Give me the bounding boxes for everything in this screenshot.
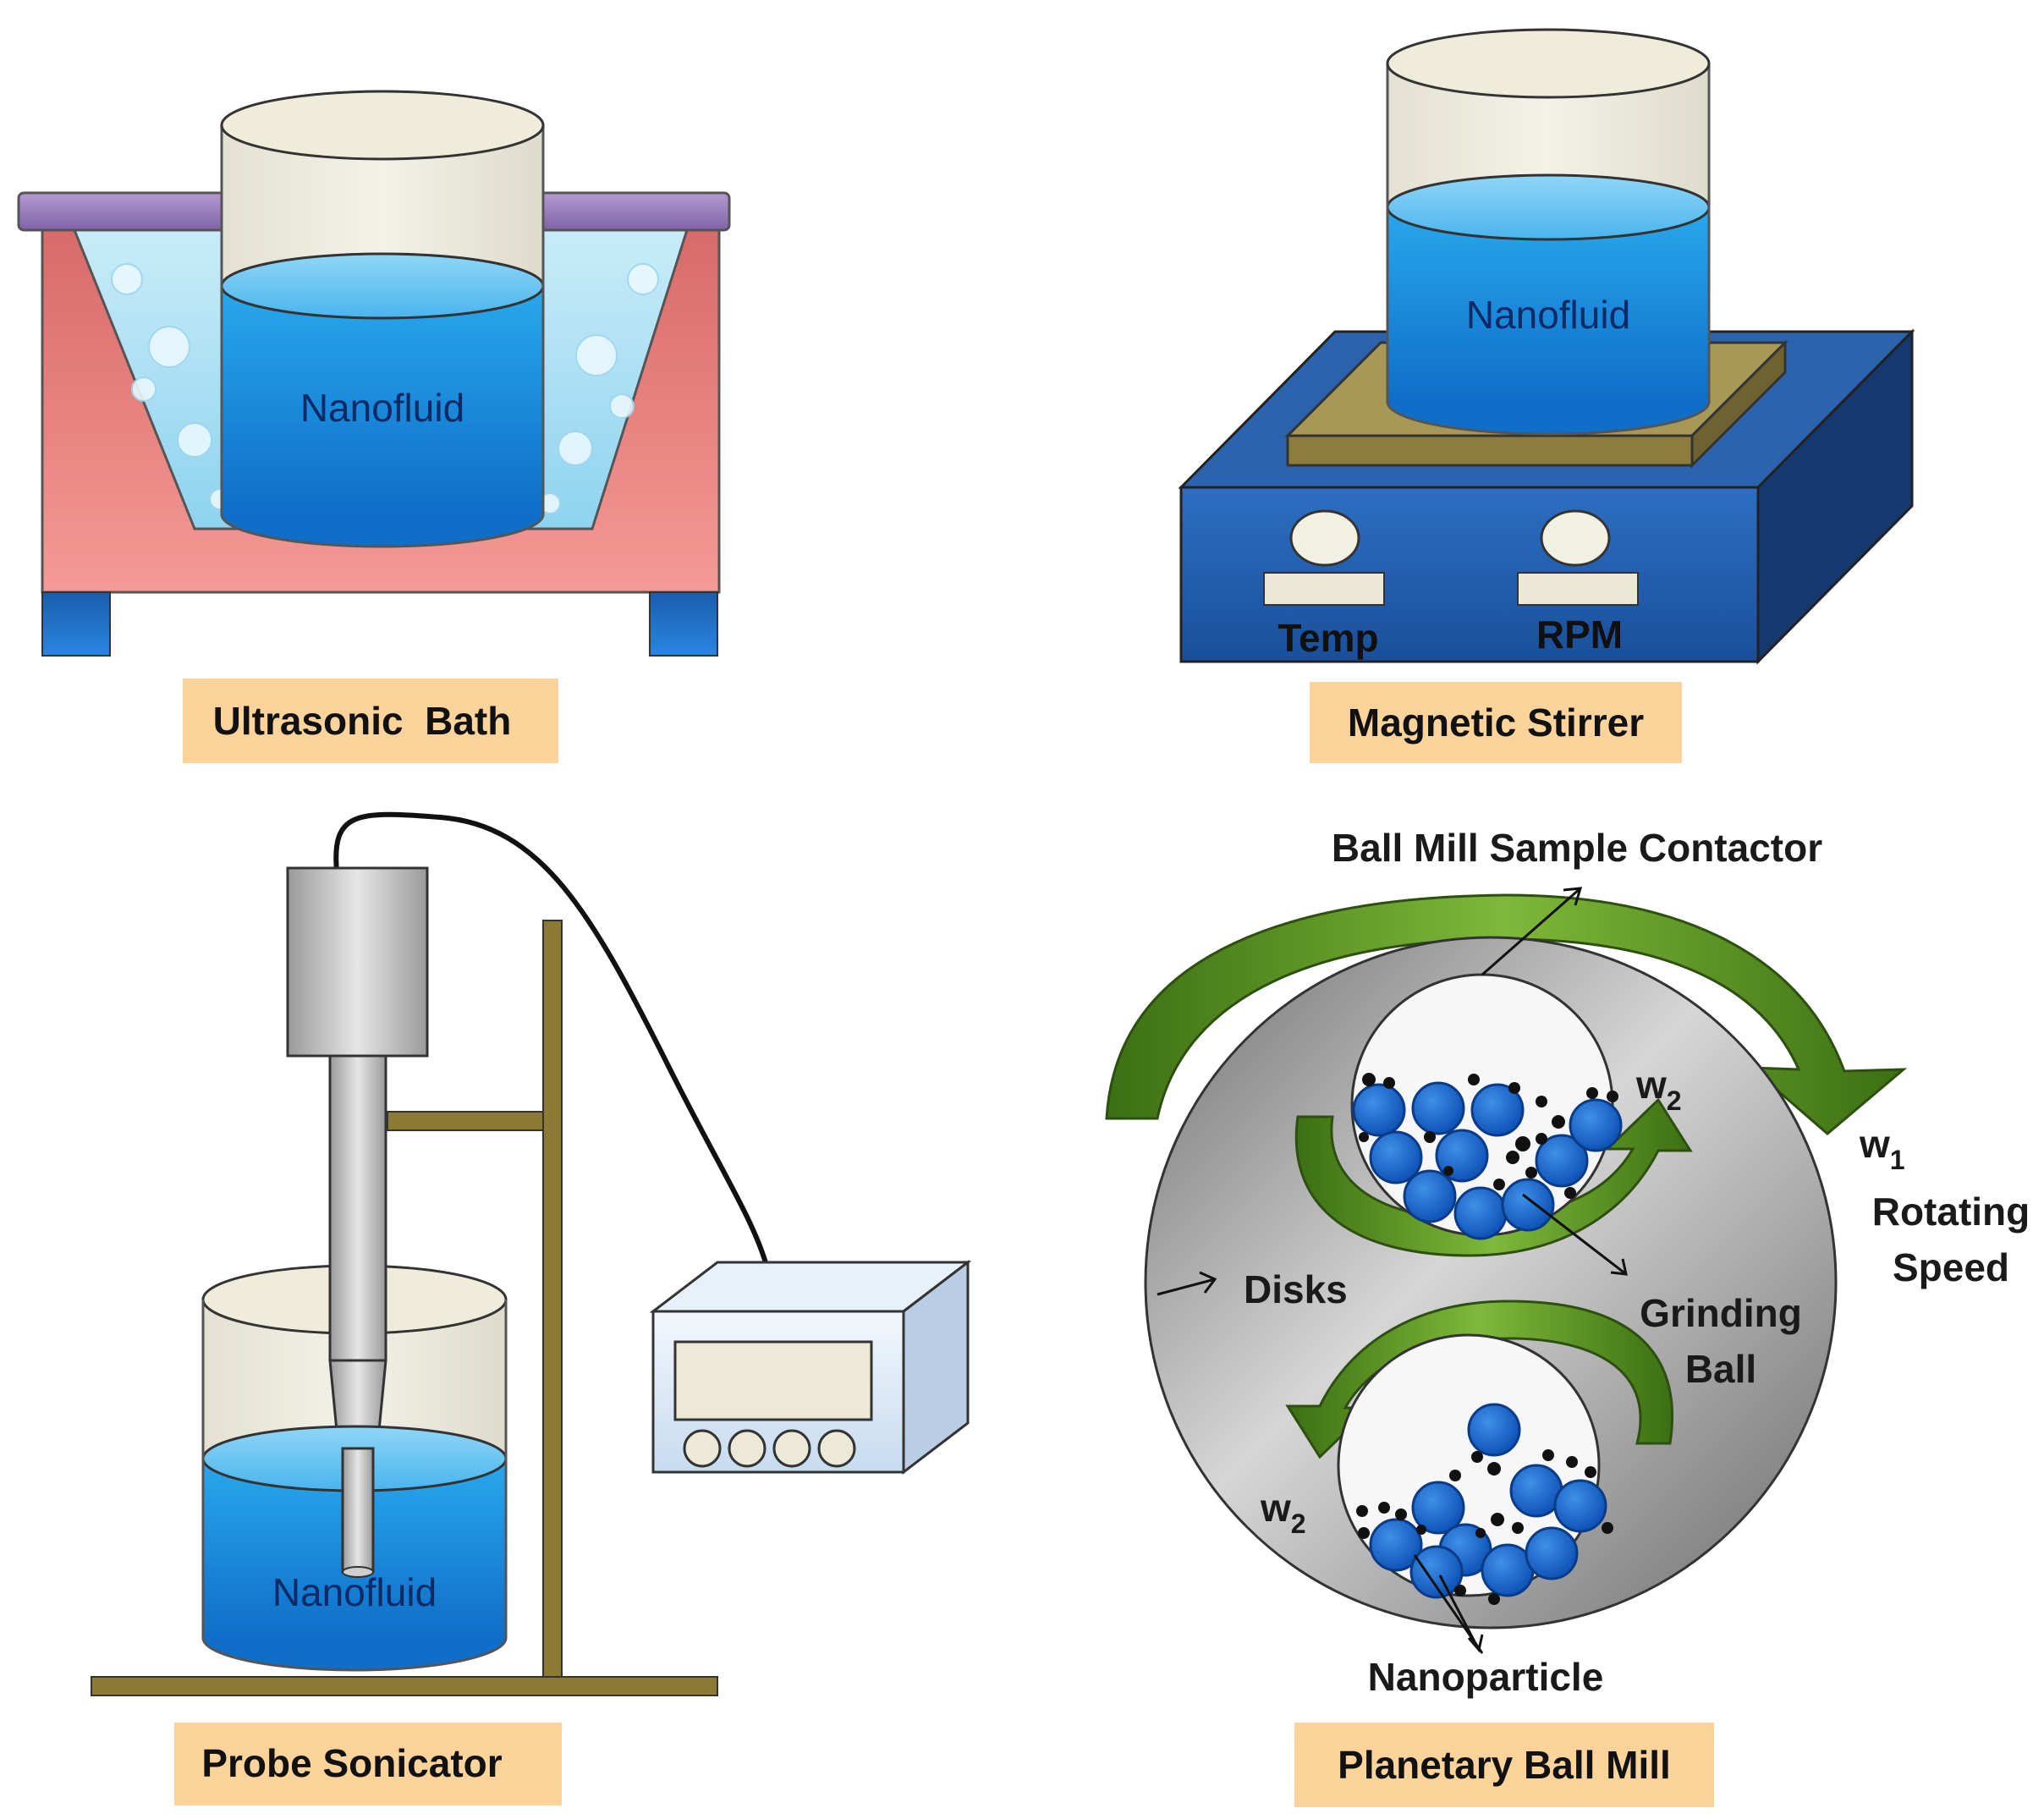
generator-button-2 bbox=[728, 1429, 766, 1468]
bath-caption-box bbox=[183, 679, 558, 763]
w2-top-subscript: 2 bbox=[1667, 1085, 1682, 1116]
grinding-ball bbox=[1369, 1518, 1423, 1572]
grinding-ball bbox=[1411, 1081, 1465, 1135]
w1-label: w1 bbox=[1859, 1122, 1905, 1175]
w2-bottom-subscript: 2 bbox=[1291, 1509, 1306, 1539]
stirrer-caption: Magnetic Stirrer bbox=[1348, 701, 1644, 745]
w2-top-base: w bbox=[1635, 1063, 1667, 1107]
generator-button-4 bbox=[817, 1429, 856, 1468]
grinding-ball bbox=[1535, 1134, 1589, 1188]
w2-bottom-label: w2 bbox=[1260, 1486, 1306, 1539]
sonicator-caption-box bbox=[174, 1723, 562, 1805]
grinding-ball bbox=[1525, 1526, 1579, 1580]
bath-beaker-rim bbox=[220, 90, 545, 161]
sonicator-cable bbox=[333, 811, 769, 1267]
stirrer-caption-box bbox=[1310, 682, 1682, 763]
temp-display bbox=[1263, 572, 1385, 606]
mill-caption-box bbox=[1294, 1723, 1714, 1807]
bath-lid-right bbox=[531, 191, 731, 232]
grinding-ball bbox=[1453, 1186, 1508, 1240]
grinding-ball bbox=[1409, 1545, 1464, 1599]
planetary-ball-mill-panel: Ball Mill Sample Contactor Disks Grindin… bbox=[1105, 826, 2030, 1807]
rotation-arrow-w1 bbox=[1105, 893, 1908, 1135]
stand-clamp-arm bbox=[387, 1111, 544, 1131]
rpm-knob bbox=[1540, 509, 1611, 567]
grinding-ball bbox=[1369, 1130, 1423, 1184]
grinding-ball bbox=[1470, 1083, 1525, 1137]
bath-leg-left bbox=[41, 591, 111, 657]
rotation-arrow-w2-top bbox=[1294, 1097, 1693, 1257]
bath-leg-right bbox=[649, 591, 718, 657]
grinding-ball bbox=[1403, 1169, 1457, 1223]
stand-base bbox=[91, 1676, 718, 1696]
stirrer-fluid-label: Nanofluid bbox=[1466, 293, 1630, 337]
rotating-speed-label-line2: Speed bbox=[1893, 1245, 2009, 1289]
bath-nanofluid bbox=[222, 286, 543, 514]
rotating-speed-label-line1: Rotating bbox=[1872, 1190, 2030, 1234]
ultrasonic-bath-panel: Nanofluid Ultrasonic Bath bbox=[17, 90, 731, 763]
hotplate-front bbox=[1286, 434, 1694, 467]
bath-fluid-label: Nanofluid bbox=[300, 386, 464, 430]
mill-caption: Planetary Ball Mill bbox=[1338, 1743, 1671, 1787]
grinding-ball bbox=[1501, 1178, 1555, 1232]
bath-bubbles bbox=[111, 263, 659, 514]
top-nanoparticles bbox=[1359, 1073, 1618, 1199]
temp-knob bbox=[1289, 509, 1360, 567]
top-grinding-balls bbox=[1352, 1081, 1623, 1240]
generator-button-1 bbox=[683, 1429, 722, 1468]
sonicator-converter bbox=[286, 866, 429, 1058]
w2-top-label: w2 bbox=[1635, 1063, 1682, 1116]
nanoparticle-label: Nanoparticle bbox=[1368, 1655, 1604, 1699]
bath-caption: Ultrasonic Bath bbox=[213, 699, 512, 743]
sonicator-fluid-label: Nanofluid bbox=[272, 1570, 437, 1614]
bath-lid-left bbox=[17, 191, 230, 232]
grinding-ball bbox=[1411, 1481, 1465, 1535]
sonicator-probe-tip bbox=[341, 1447, 375, 1574]
rpm-label: RPM bbox=[1536, 613, 1623, 657]
generator-button-3 bbox=[772, 1429, 811, 1468]
stand-rod bbox=[542, 920, 563, 1678]
temp-label: Temp bbox=[1278, 616, 1378, 660]
grinding-ball bbox=[1553, 1479, 1607, 1533]
generator-display bbox=[673, 1340, 873, 1421]
grinding-ball bbox=[1467, 1403, 1521, 1457]
rotation-arrow-w2-bottom bbox=[1285, 1300, 1674, 1459]
grinding-ball bbox=[1569, 1098, 1623, 1152]
stirrer-fluid-surface bbox=[1386, 173, 1711, 241]
probe-sonicator-panel: Nanofluid Probe Sonicator bbox=[91, 811, 972, 1805]
w1-base: w bbox=[1859, 1122, 1890, 1166]
bottom-grinding-balls bbox=[1369, 1403, 1607, 1599]
disks-label: Disks bbox=[1244, 1267, 1348, 1311]
stirrer-beaker-rim bbox=[1386, 28, 1711, 99]
grinding-ball bbox=[1352, 1083, 1406, 1137]
rpm-display bbox=[1517, 572, 1639, 606]
grinding-ball-label-line2: Ball bbox=[1685, 1347, 1756, 1391]
w2-bottom-base: w bbox=[1260, 1486, 1291, 1530]
grinding-ball-label-line1: Grinding bbox=[1640, 1291, 1802, 1335]
pointer-lines bbox=[1157, 887, 1628, 1654]
bath-fluid-surface bbox=[220, 252, 545, 320]
sonicator-horn bbox=[328, 1054, 387, 1362]
contactor-label: Ball Mill Sample Contactor bbox=[1332, 826, 1822, 870]
magnetic-stirrer-panel: Nanofluid Temp RPM Magnetic Stirrer bbox=[1178, 28, 1915, 763]
sonicator-caption: Probe Sonicator bbox=[201, 1741, 502, 1785]
bottom-nanoparticles bbox=[1356, 1449, 1613, 1605]
w1-subscript: 1 bbox=[1890, 1145, 1905, 1175]
